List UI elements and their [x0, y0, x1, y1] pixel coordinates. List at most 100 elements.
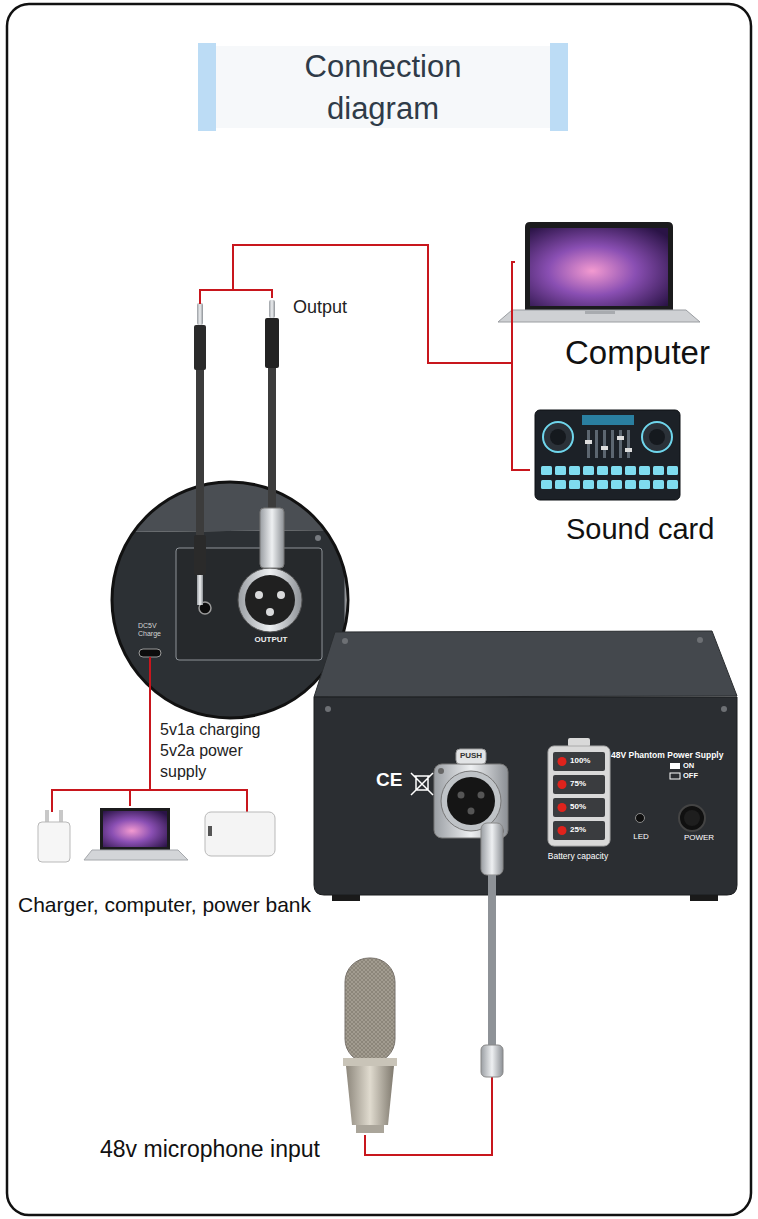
- power-source-icons-part: [103, 811, 167, 847]
- power-source-icons-part: [84, 850, 188, 860]
- wire-line: [233, 245, 515, 363]
- wire-line: [365, 898, 492, 1155]
- phantom-power-box-body-part: [342, 638, 348, 644]
- microphone-illustration: [343, 958, 397, 1133]
- wire-line: [149, 722, 151, 790]
- wire-connector: [233, 245, 515, 363]
- battery-level: 50%: [570, 803, 604, 812]
- power-sources: Charger, computer, power bank: [15, 790, 350, 920]
- wire-connector: [150, 722, 151, 790]
- title-decoration: [198, 43, 568, 131]
- phantom-power-box-body-part: [438, 768, 444, 774]
- device-label: 48v microphone input: [100, 1136, 362, 1162]
- phantom-power-box-body: [314, 631, 737, 901]
- audio-cables-part: [197, 303, 203, 325]
- sound-card-illustration-part: [627, 430, 630, 458]
- title-decoration-part: [198, 43, 216, 131]
- sound-card-illustration-part: [617, 436, 624, 440]
- phantom-power-box-body-part: [447, 777, 495, 825]
- phantom-power-box-body-part: [690, 895, 718, 901]
- sound-card-illustration-part: [625, 448, 632, 452]
- microphone-illustration-part: [343, 1058, 397, 1066]
- diagram-title: Connection diagram: [253, 46, 513, 130]
- sound-card-illustration: [535, 410, 681, 500]
- microphone-illustration-part: [346, 1066, 394, 1125]
- panel-label: Battery capacity: [532, 852, 624, 861]
- sound-card-illustration-part: [611, 430, 614, 458]
- panel-label: LED: [629, 833, 653, 842]
- back-panel-zoom-part: [112, 482, 348, 718]
- phantom-power-box-body-part: [679, 805, 705, 831]
- sound-card-illustration-part: [550, 429, 566, 445]
- panel-label: POWER: [677, 834, 721, 843]
- power-source-icons: [38, 808, 275, 862]
- laptop-illustration-part: [585, 311, 615, 314]
- switch-label: ON: [683, 762, 705, 770]
- phantom-power-box-body-part: [332, 895, 360, 901]
- sound-card-illustration-part: [582, 415, 634, 425]
- sound-card-illustration-part: [543, 422, 573, 452]
- phantom-power-box-body-part: [553, 821, 605, 840]
- audio-cables-part: [197, 575, 203, 605]
- laptop-illustration: [498, 222, 700, 322]
- sound-card-illustration-part: [595, 430, 598, 458]
- back-panel-zoom-part-part: [139, 649, 161, 657]
- battery-indicator: 100%75%50%25%Battery capacity: [536, 738, 620, 866]
- phantom-power-box-body-part: [441, 771, 501, 831]
- power-source-icons-part: [208, 826, 212, 836]
- power-source-icons-part: [59, 810, 63, 823]
- laptop-illustration-part: [530, 228, 668, 306]
- page-frame: [7, 4, 751, 1215]
- computer-node: Computer: [515, 215, 740, 380]
- back-panel-zoom-part-part: [245, 575, 295, 625]
- sound-card-illustration-part: [642, 422, 672, 452]
- back-panel-zoom-part-part: [238, 568, 302, 632]
- back-panel-zoom-part-part: [100, 530, 345, 730]
- back-panel-zoom-part-part: [277, 591, 285, 599]
- phantom-power-box-body-part: [684, 810, 700, 826]
- wire-connector: [365, 898, 492, 1155]
- phantom-power-box-body-part: [697, 637, 703, 643]
- device-label: Charger, computer, power bank: [18, 893, 350, 917]
- power-source-icons-part: [100, 808, 170, 850]
- certification-mark: CE: [376, 770, 412, 791]
- microphone-cable-part: [481, 823, 503, 875]
- microphone-cable-part: [488, 875, 496, 1047]
- phantom-power-box-body-part: [558, 803, 567, 812]
- sound-card-illustration-part: [541, 466, 681, 494]
- phantom-power-box-body-part: [670, 773, 680, 779]
- phantom-power-box-body-part: [553, 775, 605, 794]
- battery-level: 25%: [570, 826, 604, 835]
- back-panel-zoom: DC5V ChargeOUTPUT: [108, 290, 353, 722]
- device-label: Sound card: [566, 513, 740, 546]
- page-frame-part: [7, 4, 751, 1215]
- audio-cables-part: [268, 368, 276, 508]
- back-panel-zoom-part-part: [100, 470, 345, 532]
- button-label: PUSH: [456, 752, 486, 761]
- audio-cables-part: [260, 508, 284, 568]
- sound-card-illustration-part: [585, 440, 592, 444]
- phantom-power-box-body-part: [553, 752, 605, 771]
- audio-cables-part: [196, 370, 204, 535]
- phantom-power-box-body-part: [670, 763, 680, 769]
- power-source-icons-part: [45, 810, 49, 823]
- phantom-power-box-body-part: [548, 746, 610, 846]
- leader-wires-part: [129, 790, 131, 806]
- audio-cables: [194, 300, 284, 605]
- microphone-cable-part: [481, 1045, 503, 1077]
- phantom-power-box-body-part: [456, 749, 486, 764]
- microphone-node: 48v microphone input: [335, 955, 405, 1135]
- phantom-power-box-body-part: [558, 780, 567, 789]
- sound-card-illustration-part: [619, 430, 622, 458]
- audio-cables-part: [265, 318, 279, 368]
- phantom-power-box-body-part: [558, 826, 567, 835]
- phantom-power-box-body-part: [553, 798, 605, 817]
- audio-cables-part: [269, 300, 275, 318]
- back-panel-zoom: [100, 470, 348, 730]
- sound-card-illustration-part: [601, 446, 608, 450]
- port-label: DC5V Charge: [138, 622, 172, 637]
- phantom-power-box-body-part: [458, 792, 465, 799]
